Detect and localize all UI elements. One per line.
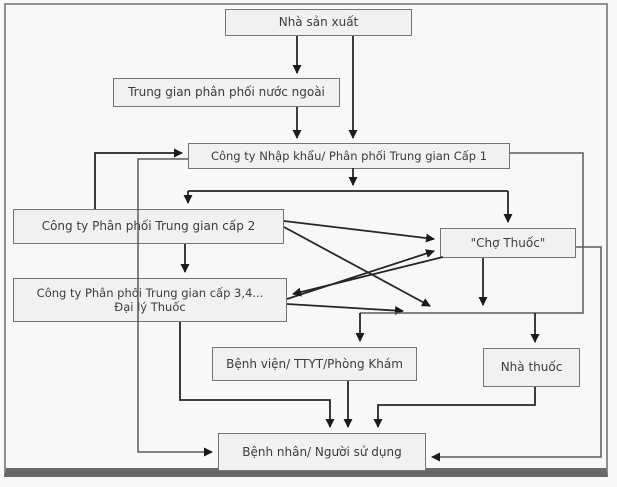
node-hospital: Bệnh viện/ TTYT/Phòng Khám <box>212 347 417 381</box>
node-distributor-level34-label: Công ty Phân phối Trung gian cấp 3,4... <box>36 285 264 300</box>
node-drug-market-label: "Chợ Thuốc" <box>470 235 546 250</box>
diagram-frame <box>4 3 608 477</box>
node-patient: Bệnh nhân/ Người sử dụng <box>218 433 426 471</box>
node-pharmacy: Nhà thuốc <box>483 348 580 387</box>
node-manufacturer: Nhà sản xuất <box>225 9 412 36</box>
node-distributor-level2-label: Công ty Phân phối Trung gian cấp 2 <box>41 219 256 233</box>
node-importer-level1: Công ty Nhập khẩu/ Phân phối Trung gian … <box>188 143 510 169</box>
node-patient-label: Bệnh nhân/ Người sử dụng <box>242 444 402 459</box>
node-distributor-level34-sublabel: Đại lý Thuốc <box>114 300 186 314</box>
node-hospital-label: Bệnh viện/ TTYT/Phòng Khám <box>226 356 403 371</box>
node-pharmacy-label: Nhà thuốc <box>500 360 563 374</box>
node-foreign-intermediary-label: Trung gian phân phối nước ngoài <box>128 85 325 99</box>
node-importer-level1-label: Công ty Nhập khẩu/ Phân phối Trung gian … <box>210 148 488 163</box>
node-distributor-level34: Công ty Phân phối Trung gian cấp 3,4... … <box>13 278 287 322</box>
node-distributor-level2: Công ty Phân phối Trung gian cấp 2 <box>13 209 284 244</box>
node-manufacturer-label: Nhà sản xuất <box>278 15 359 29</box>
node-drug-market: "Chợ Thuốc" <box>440 228 576 258</box>
node-foreign-intermediary: Trung gian phân phối nước ngoài <box>113 78 340 107</box>
